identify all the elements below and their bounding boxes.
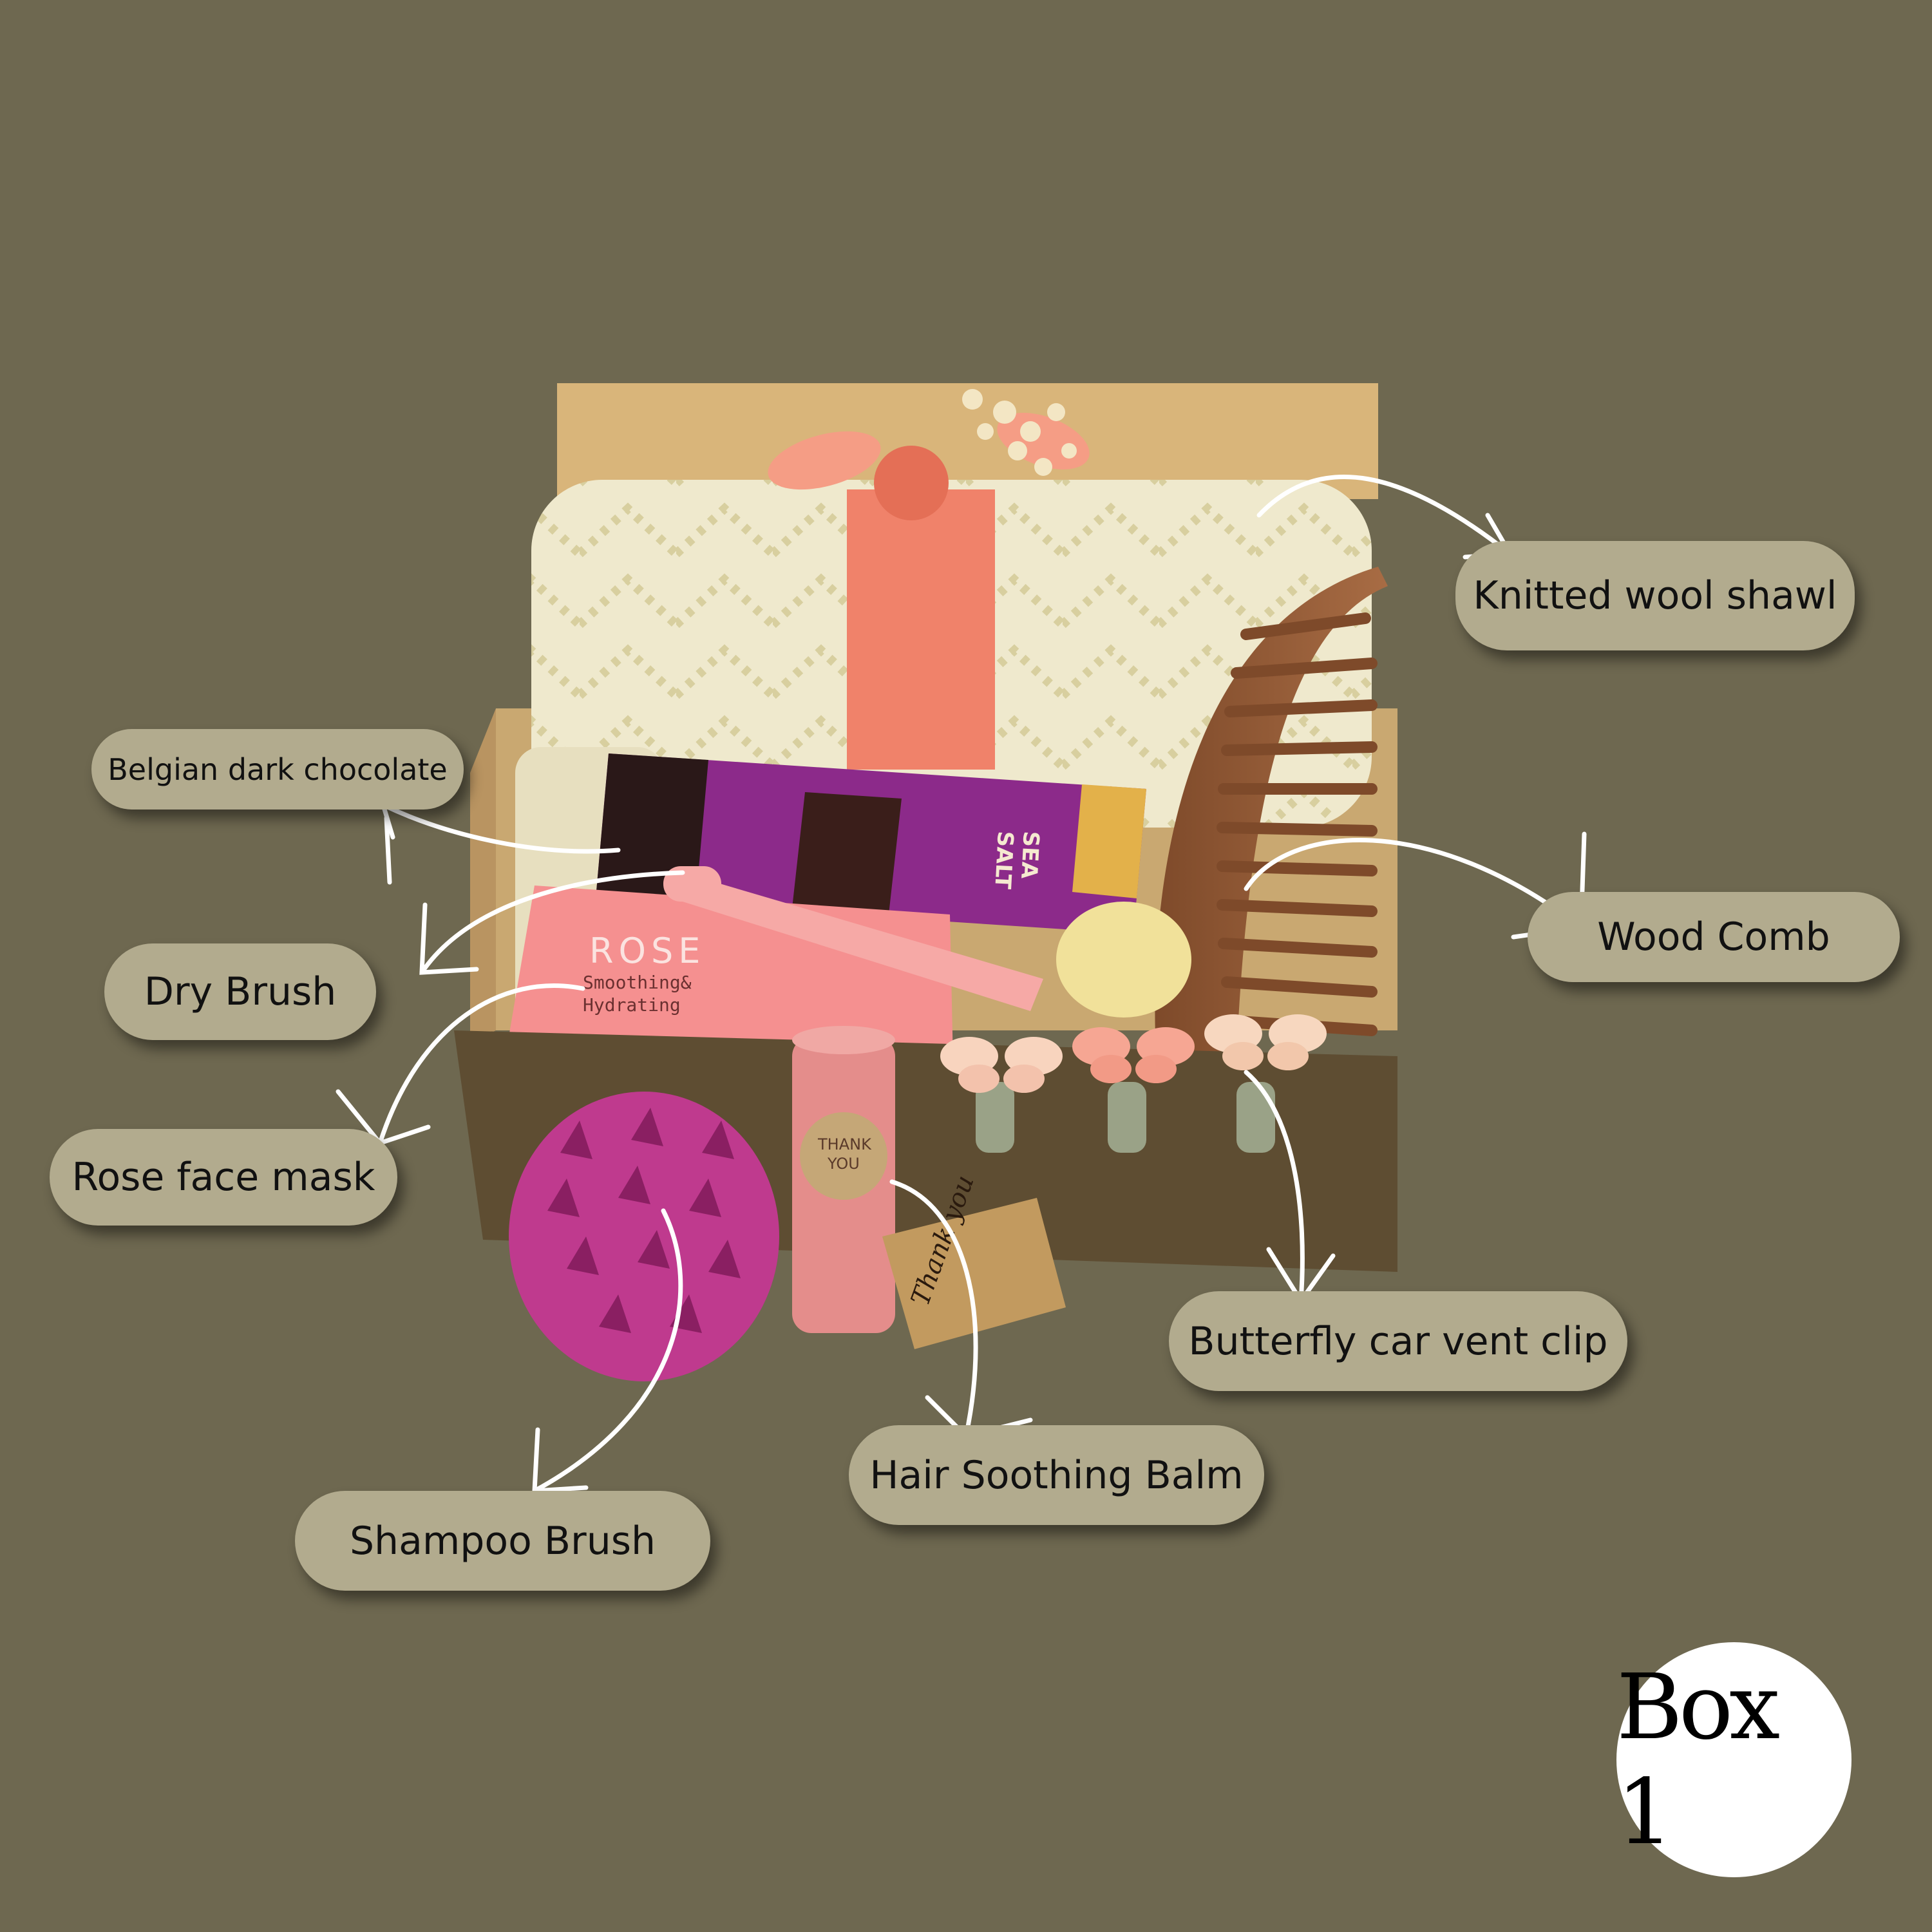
arrow-wood-comb [1244, 837, 1584, 930]
label-wood-comb: Wood Comb [1528, 892, 1900, 982]
label-rose-face-mask: Rose face mask [50, 1129, 397, 1226]
arrow-wool-shawl [1256, 474, 1513, 556]
vent-clips [940, 1014, 1327, 1153]
mask-title: ROSE [589, 931, 705, 971]
dried-flowers [962, 389, 1077, 476]
arrow-shampoo-brush [532, 1208, 683, 1493]
arrow-rose-mask [377, 983, 585, 1146]
arrow-vent-clip [1244, 1070, 1305, 1303]
wood-comb [1155, 567, 1388, 1056]
mask-subtitle-2: Hydrating [583, 994, 681, 1016]
satin-ribbon [768, 413, 1090, 770]
hair-balm: THANK YOU [792, 1026, 895, 1333]
label-knitted-wool-shawl: Knitted wool shawl [1455, 541, 1855, 650]
arrow-dry-brush [419, 870, 685, 975]
balm-sticker-1: THANK [817, 1135, 872, 1153]
arrow-balm [889, 1179, 978, 1439]
box-number-badge: Box 1 [1616, 1642, 1852, 1877]
label-hair-soothing-balm: Hair Soothing Balm [849, 1425, 1264, 1525]
label-butterfly-car-vent-clip: Butterfly car vent clip [1169, 1291, 1627, 1391]
balm-sticker-2: YOU [827, 1155, 860, 1173]
arrow-chocolate [381, 802, 621, 854]
label-belgian-dark-chocolate: Belgian dark chocolate [91, 729, 464, 810]
label-dry-brush: Dry Brush [104, 943, 376, 1040]
shampoo-brush [509, 1092, 779, 1381]
mask-subtitle-1: Smoothing& [583, 972, 692, 993]
chocolate-flavor-1: SEA [1016, 831, 1044, 880]
label-shampoo-brush: Shampoo Brush [295, 1491, 710, 1591]
chocolate-flavor-2: SALT [989, 831, 1018, 891]
